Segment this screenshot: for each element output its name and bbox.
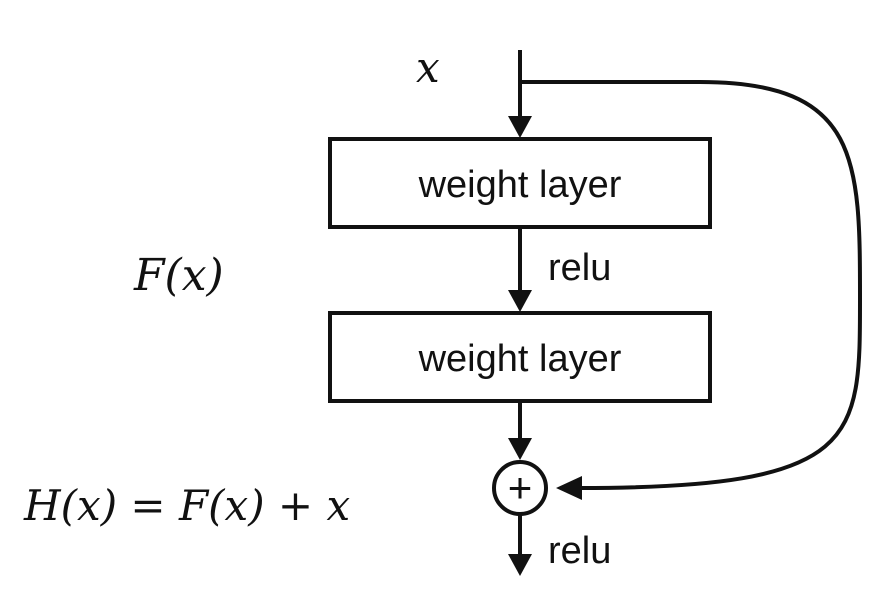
input-x-label: x xyxy=(416,43,440,92)
sum-input-arrow-head xyxy=(508,438,532,460)
identity-shortcut-path xyxy=(520,80,863,490)
input-arrow-head xyxy=(508,116,532,138)
relu-label-2: relu xyxy=(548,530,611,572)
weight-layer-2: weight layer xyxy=(328,311,712,403)
weight-layer-1: weight layer xyxy=(328,137,712,229)
residual-function-label: F(x) xyxy=(133,250,224,301)
relu-arrow-1-head xyxy=(508,290,532,312)
relu-arrow-2-head xyxy=(508,554,532,576)
identity-shortcut-arrow-head xyxy=(556,476,582,500)
weight-layer-2-label: weight layer xyxy=(418,338,622,380)
sum-node-symbol: + xyxy=(508,464,533,511)
weight-layer-1-label: weight layer xyxy=(418,164,622,206)
sum-node: + xyxy=(492,460,548,516)
relu-label-1: relu xyxy=(548,247,611,289)
output-expression-label: H(x) = F(x) + x xyxy=(23,481,350,530)
weight-layer-2-box xyxy=(328,311,712,403)
